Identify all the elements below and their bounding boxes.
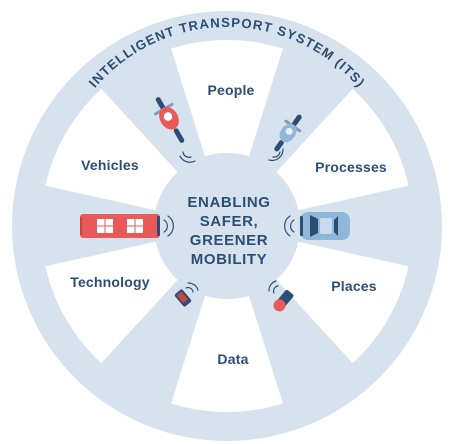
- phone-signal-icon: [185, 282, 199, 293]
- hub-line-2: SAFER,: [200, 213, 259, 230]
- segment-label-vehicles: Vehicles: [81, 157, 139, 173]
- segment-technology: [45, 241, 178, 364]
- segment-processes: [276, 88, 409, 211]
- segment-label-people: People: [207, 82, 254, 98]
- hub-line-1: ENABLING: [187, 194, 270, 211]
- car-signal-icon: [284, 215, 295, 237]
- segment-label-places: Places: [331, 278, 377, 294]
- bicycle-signal-icon: [179, 151, 196, 163]
- segment-people: [171, 40, 283, 157]
- phone-with-pin-signal-icon: [268, 280, 279, 294]
- segment-label-technology: Technology: [70, 274, 150, 290]
- bus-icon: [80, 214, 160, 238]
- wheel-hub: [154, 153, 300, 299]
- phone-icon: [174, 289, 192, 307]
- scooter-signal-icon: [268, 148, 284, 162]
- segment-label-data: Data: [217, 351, 248, 367]
- segment-places: [276, 241, 409, 364]
- wheel-segments: [45, 40, 409, 412]
- segment-vehicles: [45, 88, 178, 211]
- phone-with-pin-icon: [273, 289, 294, 312]
- scooter-icon: [274, 114, 302, 152]
- bus-signal-icon: [163, 215, 174, 237]
- bicycle-icon: [154, 97, 185, 143]
- segment-data: [171, 295, 283, 412]
- segment-label-processes: Processes: [315, 159, 387, 175]
- car-icon: [300, 212, 350, 240]
- hub-line-4: MOBILITY: [191, 251, 267, 268]
- hub-line-3: GREENER: [190, 232, 268, 249]
